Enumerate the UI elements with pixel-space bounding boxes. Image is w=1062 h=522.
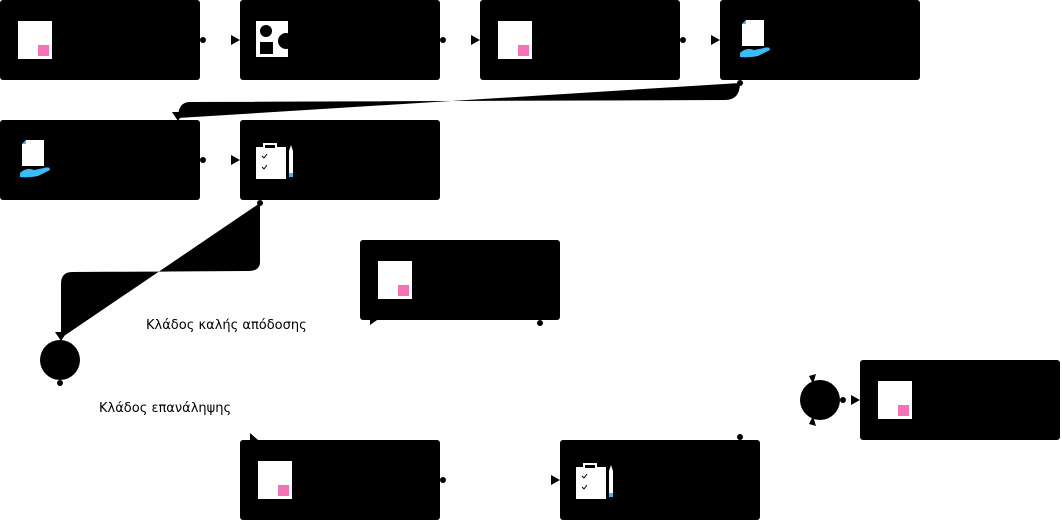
connector-decision2-10: [840, 395, 860, 405]
repeat-branch-label: Κλάδος επανάληψης: [99, 401, 231, 416]
step-node-10[interactable]: [860, 360, 1060, 440]
decision-node-1[interactable]: [40, 340, 80, 380]
step-node-3[interactable]: [480, 0, 680, 80]
step-node-4[interactable]: [720, 0, 920, 80]
step-node-2[interactable]: [240, 0, 440, 80]
connectors: [55, 35, 860, 485]
document-icon: [18, 21, 52, 59]
connector-decision-8: [57, 380, 258, 442]
decision-node-2[interactable]: [800, 374, 840, 426]
connector-2-3: [440, 35, 480, 45]
document-icon: [258, 461, 292, 499]
step-node-7[interactable]: [360, 240, 560, 320]
step-node-6[interactable]: [240, 120, 440, 200]
connector-5-6: [200, 155, 240, 165]
document-icon: [378, 261, 412, 299]
connector-9-decision2: [737, 434, 743, 440]
connector-3-4: [680, 35, 720, 45]
connector-8-9: [440, 475, 560, 485]
connector-6-decision: [55, 200, 263, 341]
step-node-1[interactable]: [0, 0, 200, 80]
connector-4-5: [172, 80, 743, 121]
step-node-8[interactable]: [240, 440, 440, 520]
step-node-5[interactable]: [0, 120, 200, 200]
connector-1-2: [200, 35, 240, 45]
document-icon: [878, 381, 912, 419]
good-performance-branch-label: Κλάδος καλής απόδοσης: [146, 318, 307, 333]
document-icon: [498, 21, 532, 59]
step-node-9[interactable]: [560, 440, 760, 520]
